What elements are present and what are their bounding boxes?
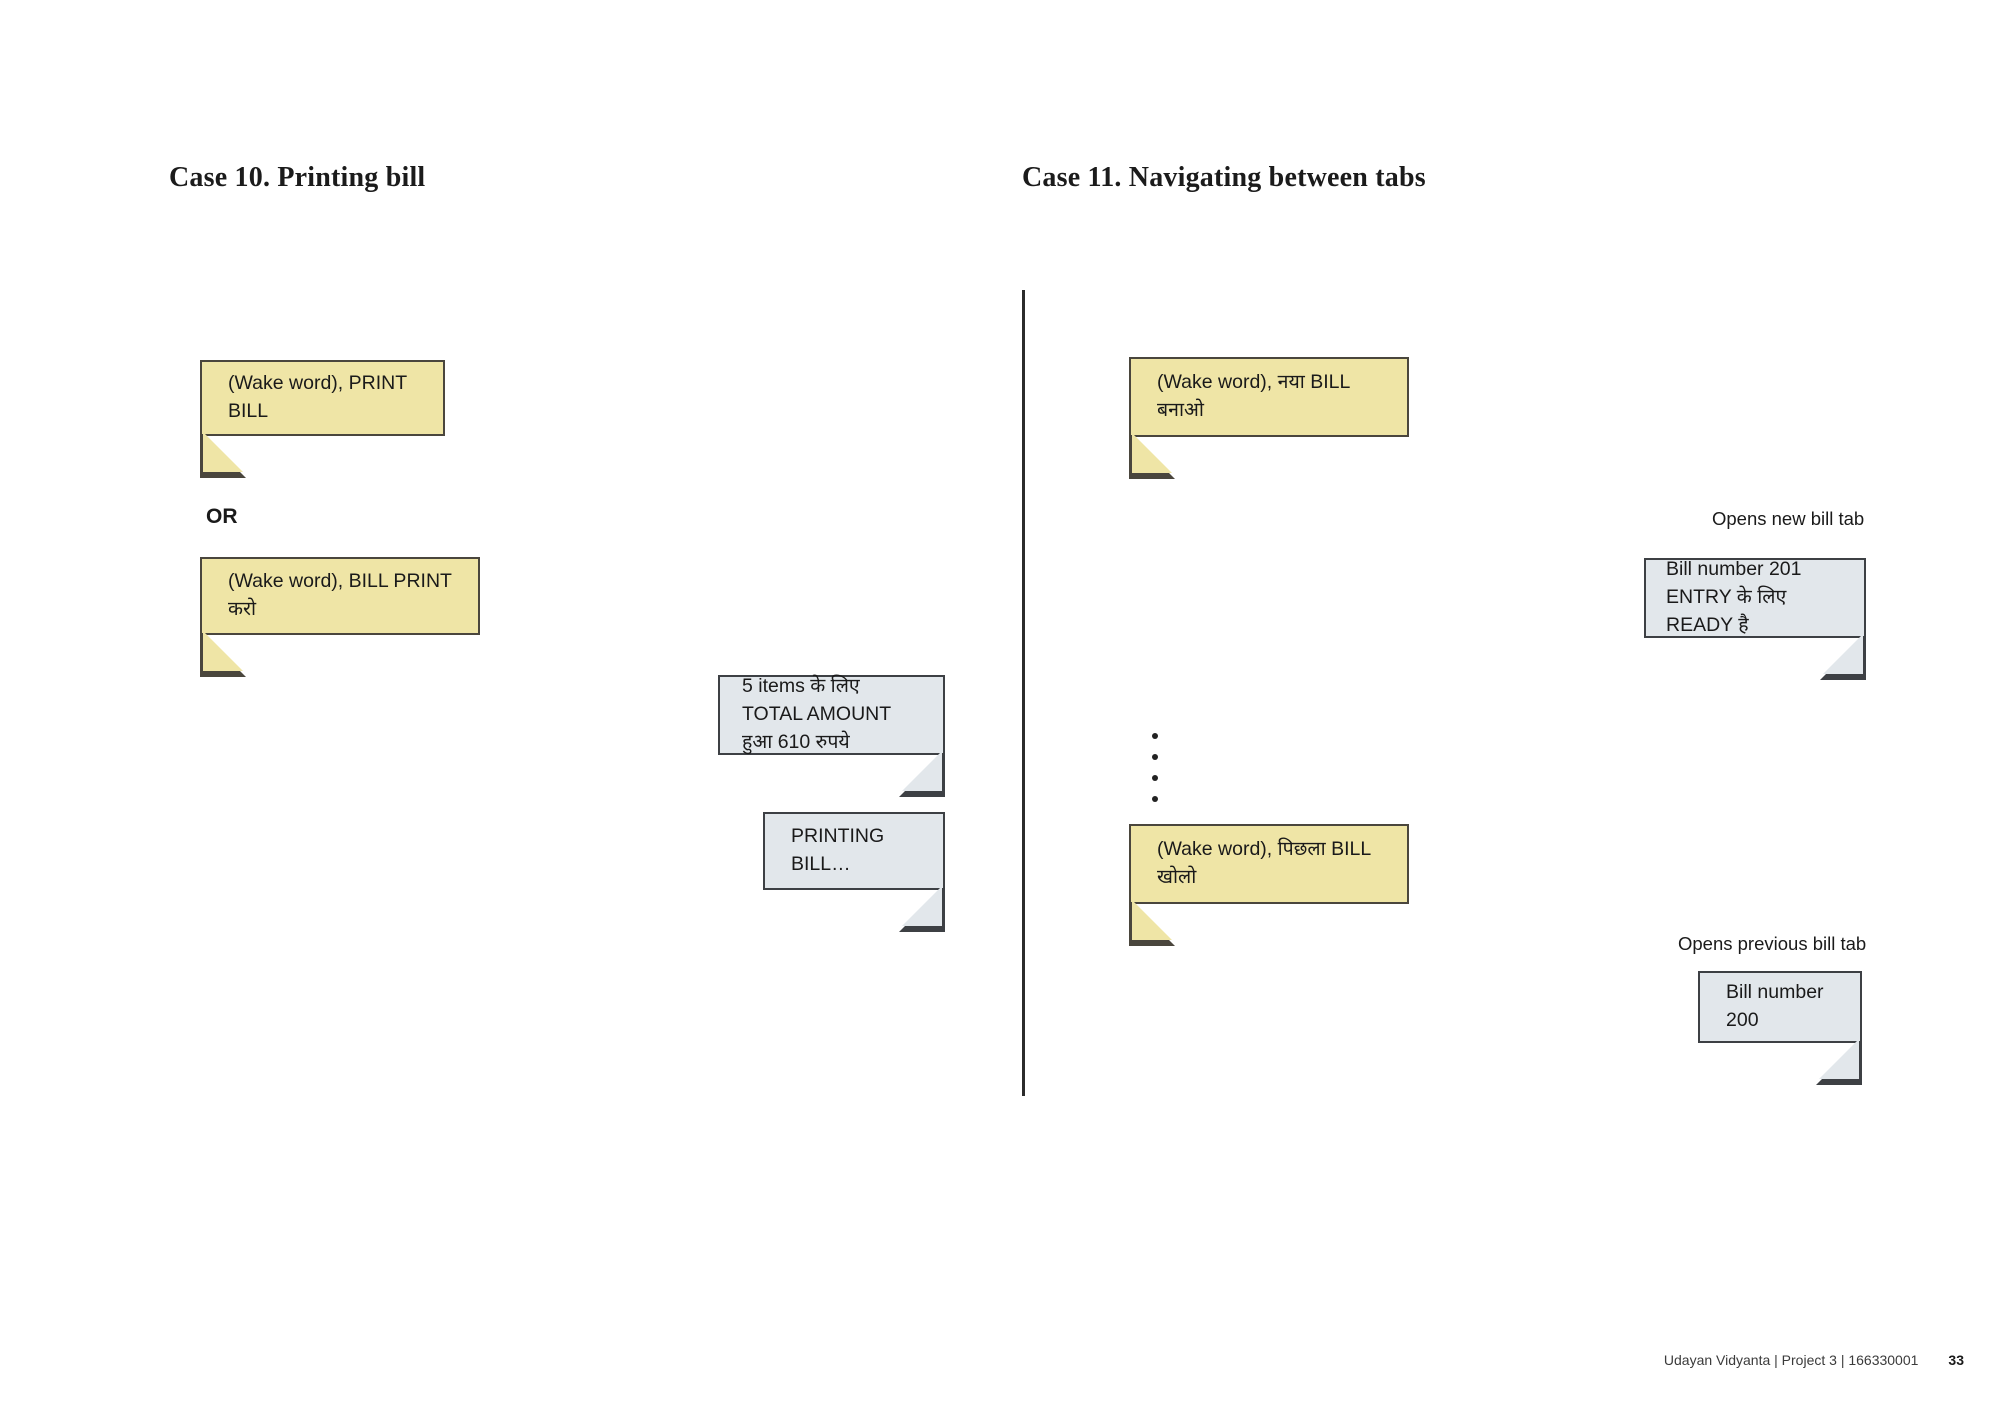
- note-opens-new-bill-tab: Opens new bill tab: [1712, 508, 1865, 529]
- user-bubble-bill-print-hindi: (Wake word), BILL PRINT करो: [200, 557, 480, 677]
- user-bubble-pichla-bill: (Wake word), पिछला BILL खोलो: [1129, 824, 1409, 946]
- vertical-ellipsis-icon: [1152, 733, 1158, 802]
- user-bubble-print-bill-english: (Wake word), PRINT BILL: [200, 360, 445, 478]
- user-bubble-naya-bill: (Wake word), नया BILL बनाओ: [1129, 357, 1409, 479]
- case-10-heading: Case 10. Printing bill: [169, 162, 426, 193]
- system-bubble-total-amount: 5 items के लिए TOTAL AMOUNT हुआ 610 रुपय…: [718, 675, 945, 797]
- ellipsis-dot: [1152, 775, 1158, 781]
- bubble-text: (Wake word), नया BILL बनाओ: [1157, 371, 1350, 421]
- note-opens-previous-bill-tab: Opens previous bill tab: [1678, 933, 1867, 954]
- ellipsis-dot: [1152, 733, 1158, 739]
- system-bubble-bill-201-ready: Bill number 201 ENTRY के लिए READY है: [1644, 558, 1866, 680]
- page-footer: Udayan Vidyanta | Project 3 | 166330001 …: [1664, 1352, 1964, 1368]
- bubble-text: 5 items के लिए TOTAL AMOUNT हुआ 610 रुपय…: [742, 675, 891, 753]
- bubble-text: PRINTING BILL…: [791, 825, 885, 875]
- ellipsis-dot: [1152, 754, 1158, 760]
- system-bubble-printing-bill: PRINTING BILL…: [763, 812, 945, 932]
- bubble-text: (Wake word), पिछला BILL खोलो: [1157, 838, 1371, 888]
- footer-credit: Udayan Vidyanta | Project 3 | 166330001: [1663, 1352, 1919, 1368]
- system-bubble-bill-200: Bill number 200: [1698, 971, 1862, 1085]
- bubble-text: Bill number 200: [1726, 981, 1824, 1031]
- page-number: 33: [1948, 1352, 1964, 1368]
- bubble-text: Bill number 201 ENTRY के लिए READY है: [1666, 558, 1802, 636]
- or-label: OR: [206, 505, 238, 528]
- bubble-text: (Wake word), BILL PRINT करो: [228, 570, 452, 620]
- column-divider: [1022, 290, 1025, 1096]
- bubble-text: (Wake word), PRINT BILL: [228, 372, 407, 422]
- case-11-heading: Case 11. Navigating between tabs: [1022, 162, 1426, 193]
- ellipsis-dot: [1152, 796, 1158, 802]
